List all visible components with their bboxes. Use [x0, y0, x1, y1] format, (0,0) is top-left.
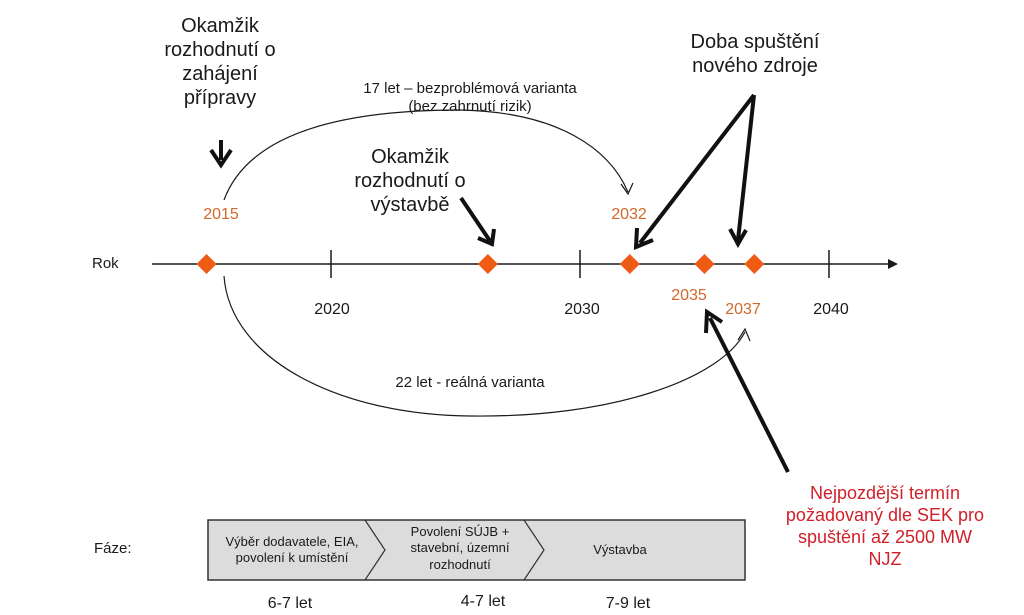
milestone-label-2035: 2035 — [671, 287, 707, 304]
startup-label: Doba spuštění nového zdroje — [690, 31, 820, 77]
phase-3-duration: 7-9 let — [605, 595, 651, 612]
real-variant-curve — [223, 275, 746, 417]
deadline-label: Nejpozdější termín požadovaný dle SEK pr… — [785, 483, 985, 569]
tick-label-2020: 2020 — [314, 301, 350, 318]
tick-label-2040: 2040 — [813, 301, 849, 318]
real-variant-label: 22 let - reálná varianta — [395, 374, 545, 391]
arrow-startup-2032 — [633, 93, 756, 251]
phase-2-duration: 4-7 let — [460, 593, 506, 610]
ideal-variant-curve — [223, 109, 629, 201]
arrow-startup-2037 — [728, 94, 756, 249]
axis-label: Rok — [92, 255, 119, 272]
arrow-deadline — [704, 308, 790, 473]
milestone-label-2015: 2015 — [203, 206, 239, 223]
phase-1-duration: 6-7 let — [267, 595, 313, 612]
milestone-label-2032: 2032 — [611, 206, 647, 223]
phase-1-name: Výběr dodavatele, EIA, povolení k umístě… — [225, 534, 359, 566]
phase-2-name: Povolení SÚJB + stavební, územní rozhodn… — [410, 524, 510, 572]
phase-separator — [523, 519, 545, 581]
ideal-variant-arrowhead — [620, 182, 634, 196]
ideal-variant-label: 17 let – bezproblémová varianta (bez zah… — [363, 80, 577, 115]
milestone-label-2037: 2037 — [725, 301, 761, 318]
real-variant-arrowhead — [737, 327, 751, 342]
phase-separator — [364, 519, 386, 581]
milestone-marker-2037 — [744, 254, 765, 274]
arrow-decision-prep — [209, 140, 233, 169]
milestone-marker-2015 — [196, 254, 217, 274]
tick-label-2030: 2030 — [564, 301, 600, 318]
phases-label: Fáze: — [94, 540, 132, 557]
phase-3-name: Výstavba — [593, 542, 647, 557]
decision-prep-label: Okamžik rozhodnutí o zahájení přípravy — [164, 15, 276, 109]
milestone-marker-2035 — [694, 254, 715, 274]
arrow-decision-build — [459, 196, 496, 247]
milestone-marker-decision-build — [477, 254, 498, 274]
milestone-marker-2032 — [619, 254, 640, 274]
axis-arrowhead — [888, 259, 898, 269]
phase-bar — [207, 519, 746, 581]
decision-build-label: Okamžik rozhodnutí o výstavbě — [354, 146, 466, 216]
